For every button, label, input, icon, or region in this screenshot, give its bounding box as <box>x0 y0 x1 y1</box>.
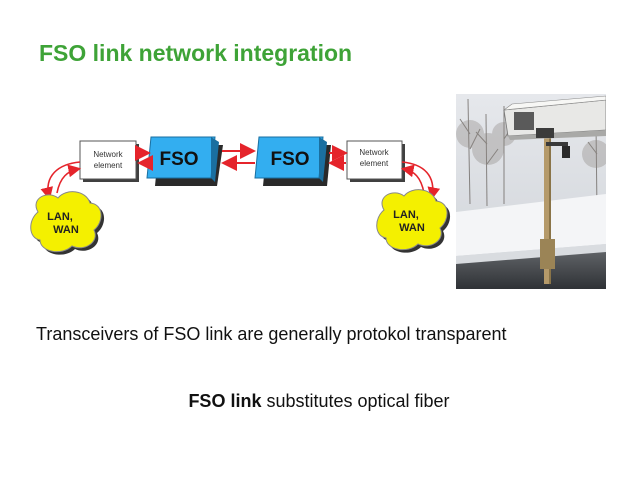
right-network-element: Network element <box>346 140 405 182</box>
right-lan-label-1: LAN, <box>393 209 419 221</box>
right-lan-label-2: WAN <box>399 222 425 234</box>
left-element-label-1: Network <box>93 150 123 159</box>
line2-rest: substitutes optical fiber <box>261 391 450 411</box>
left-lan-label-1: LAN, <box>47 211 73 223</box>
right-element-label-2: element <box>360 159 389 168</box>
optical-link-arrows <box>221 143 256 171</box>
left-lan-cloud: LAN, WAN <box>30 191 105 255</box>
fso-network-diagram: Network element Network element FSO FSO <box>30 136 451 255</box>
slide-title: FSO link network integration <box>39 40 353 66</box>
fso-transceiver-photo <box>456 94 606 289</box>
left-fso-label: FSO <box>159 149 198 170</box>
lan-connectors <box>40 161 441 201</box>
right-element-fso-arrows <box>328 145 348 171</box>
fso-link-emphasis: FSO link <box>188 391 262 411</box>
left-element-fso-arrows <box>135 145 153 171</box>
left-lan-label-2: WAN <box>53 224 79 236</box>
body-text-line-2: FSO link substitutes optical fiber <box>0 391 638 412</box>
right-fso-transceiver: FSO <box>254 136 331 186</box>
left-fso-transceiver: FSO <box>146 136 223 186</box>
left-element-label-2: element <box>94 161 123 170</box>
right-element-label-1: Network <box>359 148 389 157</box>
right-fso-label: FSO <box>270 149 309 170</box>
right-lan-cloud: LAN, WAN <box>376 189 451 253</box>
body-text-line-1: Transceivers of FSO link are generally p… <box>36 324 507 344</box>
left-network-element: Network element <box>79 140 139 182</box>
